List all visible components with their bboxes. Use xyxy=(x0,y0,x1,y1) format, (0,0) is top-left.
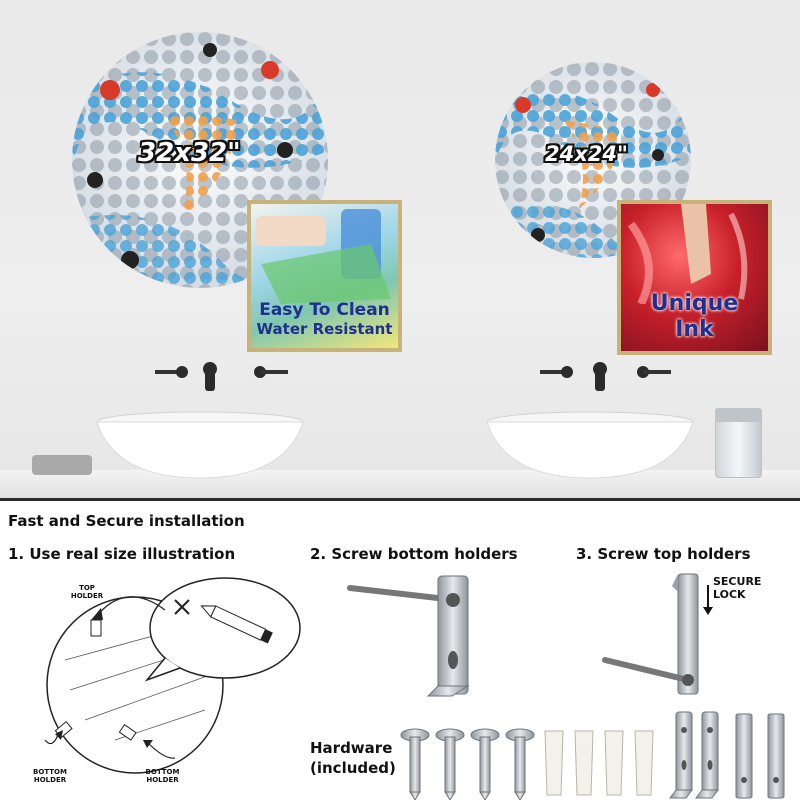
step3-title: 3. Screw top holders xyxy=(576,545,751,563)
bottom-holder-right-label: BOTTOM HOLDER xyxy=(145,768,180,784)
hardware-label: Hardware (included) xyxy=(310,739,396,777)
glass-jar-lid xyxy=(715,408,762,422)
down-arrow-icon xyxy=(703,585,713,615)
right-sink xyxy=(486,411,694,479)
holder-brackets xyxy=(669,711,785,799)
step2-title: 2. Screw bottom holders xyxy=(310,545,518,563)
easy-to-clean-badge: Easy To Clean Water Resistant xyxy=(247,200,402,352)
large-size-label: 32x32" xyxy=(138,138,241,168)
top-holder-label: TOP HOLDER xyxy=(70,584,104,600)
left-sink xyxy=(96,411,304,479)
bottom-holder-left-label: BOTTOM HOLDER xyxy=(33,768,67,784)
section-divider xyxy=(0,498,800,501)
right-faucet xyxy=(540,362,671,391)
product-photo: 32x32" 24x24" Easy To Clean Water Resist… xyxy=(0,0,800,500)
badge-ink-line1: Unique xyxy=(650,291,739,316)
top-holder-illustration xyxy=(602,573,699,695)
real-size-illustration xyxy=(44,577,301,774)
step1-title: 1. Use real size illustration xyxy=(8,545,236,563)
installation-heading: Fast and Secure installation xyxy=(8,512,245,530)
vanity-counter xyxy=(0,470,800,500)
badge-clean-line1: Easy To Clean xyxy=(259,300,390,320)
badge-ink-line2: Ink xyxy=(675,317,714,342)
bottom-holder-illustration xyxy=(347,575,470,697)
unique-ink-badge: Unique Ink xyxy=(617,200,772,355)
secure-lock-label: SECURE LOCK xyxy=(713,575,762,601)
badge-clean-line2: Water Resistant xyxy=(256,320,393,338)
stone-dish xyxy=(32,455,92,475)
large-round-wall-art xyxy=(72,32,328,288)
left-faucet xyxy=(155,362,288,391)
ink-photo xyxy=(627,204,748,304)
cleaning-photo xyxy=(256,209,391,304)
small-size-label: 24x24" xyxy=(545,142,628,166)
screws-and-anchors xyxy=(400,728,654,800)
